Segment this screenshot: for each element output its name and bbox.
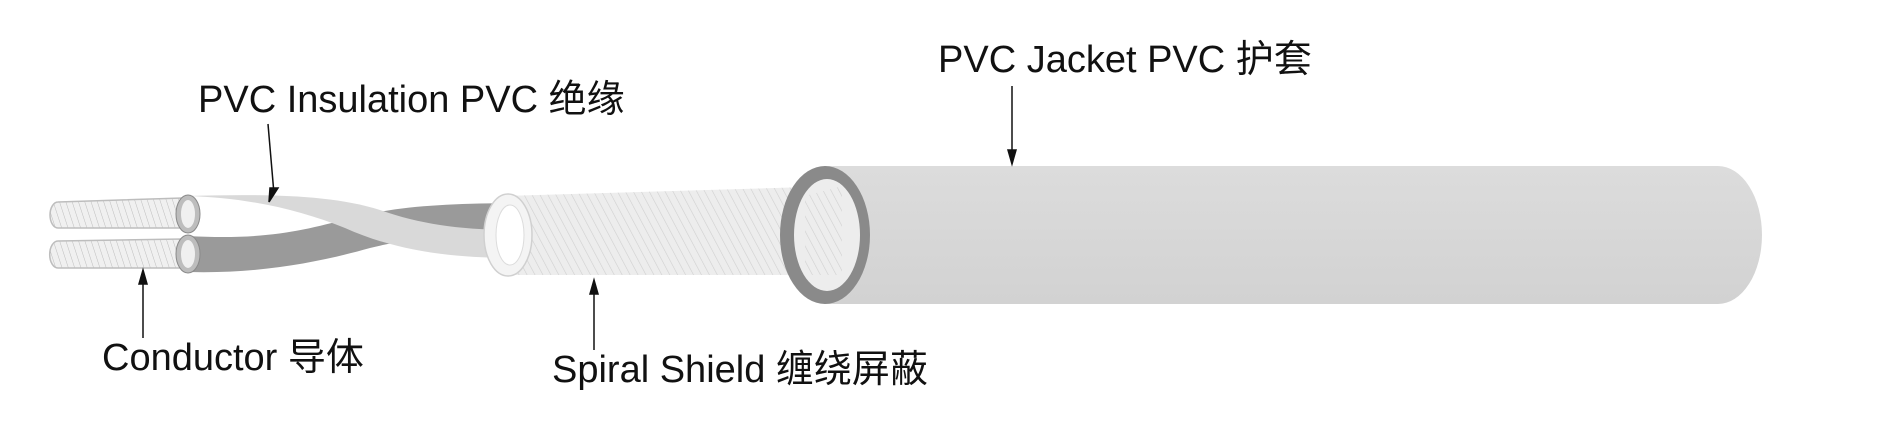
- insulation-core-dark: [188, 203, 515, 273]
- jacket-body: [825, 166, 1762, 304]
- label-shield: Spiral Shield 缠绕屏蔽: [552, 349, 928, 391]
- label-jacket: PVC Jacket PVC 护套: [938, 39, 1312, 81]
- label-conductor: Conductor 导体: [102, 337, 364, 379]
- leader-insulation: [267, 123, 275, 195]
- pvc-jacket: [780, 166, 1762, 304]
- insulation-cores: [175, 194, 515, 274]
- label-insulation: PVC Insulation PVC 绝缘: [198, 79, 625, 121]
- spiral-shield: [483, 186, 842, 277]
- insulation-core-light: [188, 195, 515, 258]
- conductor-wires: [48, 197, 183, 269]
- leader-lines: [138, 86, 1017, 350]
